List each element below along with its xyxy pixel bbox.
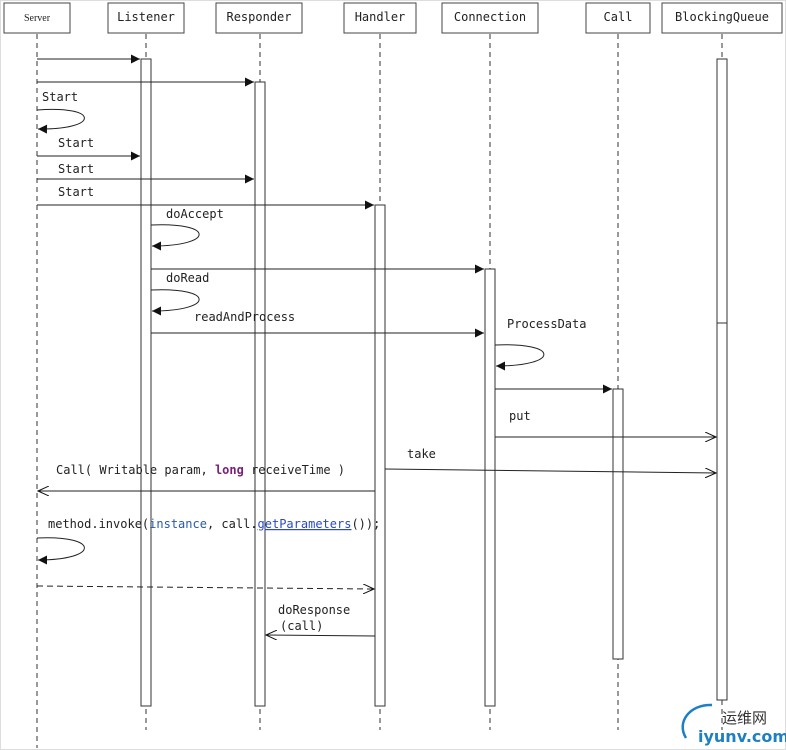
watermark-en-text: iyunv.com xyxy=(698,727,786,746)
participant-listener: Listener xyxy=(107,2,185,34)
message-do-response-label-line1: doResponse xyxy=(278,603,350,617)
message-read-and-process-label: readAndProcess xyxy=(194,310,295,324)
watermark-swoosh-icon xyxy=(681,703,713,739)
message-start-handler-label: Start xyxy=(58,185,94,199)
message-process-data xyxy=(494,344,545,371)
message-server-to-handler-dashed xyxy=(36,586,374,589)
watermark-logo: 运维网 iyunv.com xyxy=(681,703,786,746)
participant-server: Server xyxy=(3,2,71,34)
activation-listener xyxy=(140,58,152,707)
participant-connection: Connection xyxy=(441,2,539,34)
message-do-read xyxy=(150,289,200,316)
message-do-response xyxy=(266,635,376,636)
participant-responder: Responder xyxy=(215,2,303,34)
message-take-label: take xyxy=(407,447,436,461)
participant-blockingqueue: BlockingQueue xyxy=(661,2,783,34)
message-do-response-label-line2: (call) xyxy=(280,619,323,633)
activation-handler xyxy=(374,204,386,707)
activation-responder xyxy=(254,81,266,707)
message-invoke-suffix: ()); xyxy=(351,517,380,531)
message-invoke-mid: , call. xyxy=(207,517,258,531)
message-call-label: Call( Writable param, long receiveTime ) xyxy=(56,463,345,477)
message-start-self-label: Start xyxy=(42,90,78,104)
message-process-data-label: ProcessData xyxy=(507,317,586,331)
message-invoke-self xyxy=(36,537,85,565)
participant-server-label: Server xyxy=(24,13,51,24)
message-call-suffix: receiveTime ) xyxy=(244,463,345,477)
message-invoke-instance: instance xyxy=(149,517,207,531)
activation-blockingqueue xyxy=(716,58,728,701)
message-call-keyword: long xyxy=(215,463,244,477)
message-put-label: put xyxy=(509,409,531,423)
message-call-prefix: Call( Writable param, xyxy=(56,463,215,477)
message-invoke-prefix: method.invoke( xyxy=(48,517,149,531)
message-take xyxy=(384,469,716,473)
activation-call xyxy=(612,388,624,660)
participant-listener-label: Listener xyxy=(117,10,175,24)
message-start-self xyxy=(36,108,85,134)
participant-handler: Handler xyxy=(343,2,417,34)
message-do-accept xyxy=(150,224,200,251)
message-do-accept-label: doAccept xyxy=(166,207,224,221)
message-start-responder-label: Start xyxy=(58,162,94,176)
message-do-read-label: doRead xyxy=(166,271,209,285)
participant-responder-label: Responder xyxy=(226,10,291,24)
participant-connection-label: Connection xyxy=(454,10,526,24)
message-invoke-label: method.invoke(instance, call.getParamete… xyxy=(48,517,380,531)
participant-call: Call xyxy=(585,2,651,34)
activation-connection xyxy=(484,268,496,707)
participant-handler-label: Handler xyxy=(355,10,406,24)
watermark-cn-text: 运维网 xyxy=(722,709,767,727)
message-invoke-method: getParameters xyxy=(258,517,352,531)
message-start-listener-label: Start xyxy=(58,136,94,150)
participant-call-label: Call xyxy=(604,10,633,24)
participant-blockingqueue-label: BlockingQueue xyxy=(675,10,769,24)
